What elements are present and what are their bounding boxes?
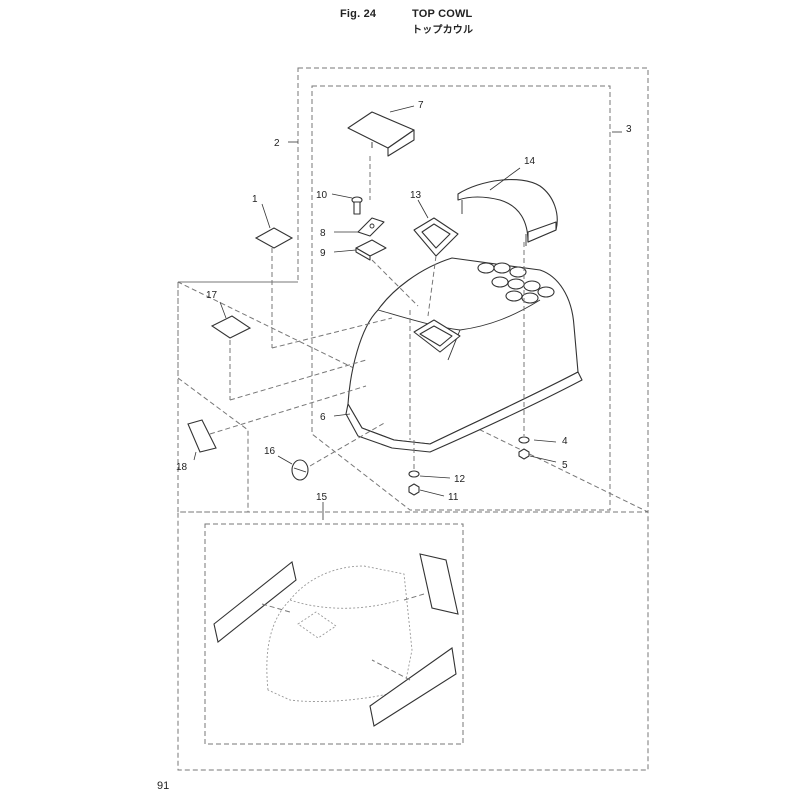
callout-5: 5 [562, 460, 568, 471]
group-boundary-15 [204, 523, 464, 745]
part-9-bracket [355, 239, 387, 261]
part-5-nut [518, 448, 530, 460]
leader-lines [193, 105, 622, 681]
part-6-top-cowl [345, 257, 583, 453]
callout-16: 16 [264, 446, 276, 457]
callout-12: 12 [454, 474, 466, 485]
callout-13: 13 [410, 190, 422, 201]
part-10-bolt [351, 196, 363, 215]
callout-2: 2 [274, 138, 280, 149]
part-8-clip [357, 217, 385, 237]
callout-17: 17 [206, 290, 218, 301]
callout-10: 10 [316, 190, 328, 201]
figure-number: Fig. 24 [340, 8, 377, 20]
group-boundary-2 [177, 67, 649, 513]
callout-3: 3 [626, 124, 632, 135]
part-14-upper-cover [457, 179, 558, 246]
part-12-washer [408, 470, 420, 478]
callout-7: 7 [418, 100, 424, 111]
part-16-emblem [291, 459, 309, 481]
page-title: TOP COWL [412, 8, 473, 20]
callout-4: 4 [562, 436, 568, 447]
callout-9: 9 [320, 248, 326, 259]
callout-11: 11 [448, 492, 459, 503]
part-4-washer [518, 436, 530, 444]
part-18-side-label [187, 419, 217, 453]
group-boundary-3 [311, 85, 611, 511]
part-11-nut [408, 483, 420, 496]
page-number: 91 [157, 780, 170, 792]
callout-15: 15 [316, 492, 328, 503]
page-title-japanese: トップカウル [412, 25, 474, 36]
callout-8: 8 [320, 228, 326, 239]
part-17-label [210, 315, 252, 339]
part-13-seal-frame [413, 217, 459, 257]
part-7-cover-plate [347, 111, 415, 157]
callout-6: 6 [320, 412, 326, 423]
part-1-label [254, 227, 294, 249]
group-boundary-outer [177, 281, 649, 771]
callout-18: 18 [176, 462, 188, 473]
callout-14: 14 [524, 156, 536, 167]
callout-1: 1 [252, 194, 258, 205]
part-15-decal-set [213, 553, 459, 727]
